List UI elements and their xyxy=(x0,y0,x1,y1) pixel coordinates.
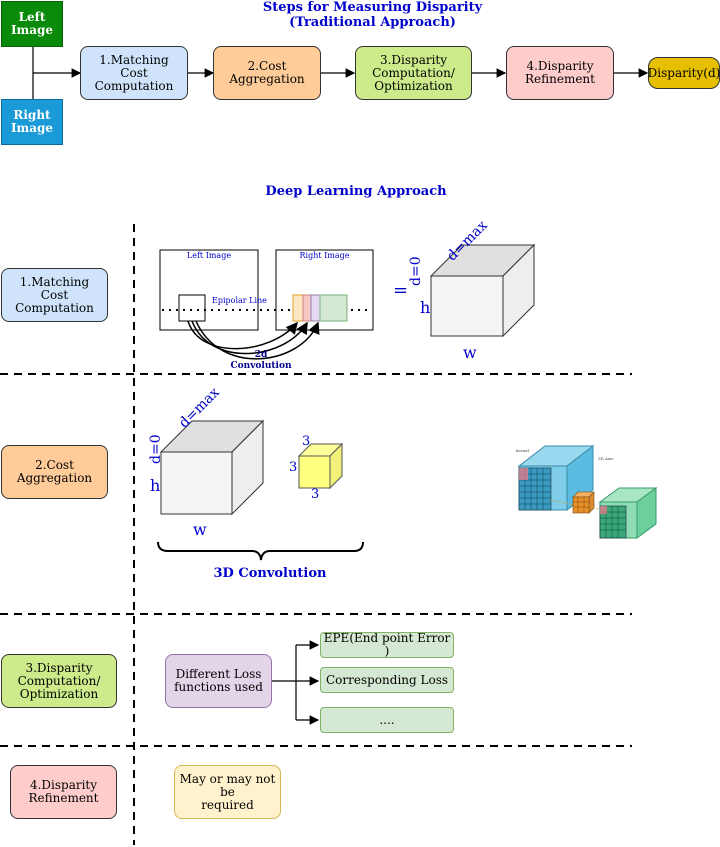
illustration-kernel-label: kernel xyxy=(516,448,529,453)
matching-w-label: w xyxy=(463,343,477,362)
matching-left-image-label: Left Image xyxy=(186,251,232,260)
kernel-depth-label: 3 xyxy=(302,434,311,449)
right-image-box: Right Image xyxy=(1,99,63,145)
matching-d0-label: d=0 xyxy=(408,256,424,286)
loss-corresponding: Corresponding Loss xyxy=(320,667,454,693)
step-matching-cost: 1.Matching Cost Computation xyxy=(80,46,188,100)
deep-learning-title: Deep Learning Approach xyxy=(265,184,447,199)
aggregation-h-label: h xyxy=(150,476,161,495)
equals-sign: = xyxy=(393,280,409,301)
loss-functions-box: Different Loss functions used xyxy=(165,654,272,708)
kernel-height-label: 3 xyxy=(289,460,298,475)
left-image-box: Left Image xyxy=(1,1,63,47)
aggregation-w-label: w xyxy=(193,520,207,539)
illustration-axis-label: 3D Axis xyxy=(598,456,614,461)
step-disparity-refinement: 4.Disparity Refinement xyxy=(506,46,614,100)
aggregation-d0-label: d=0 xyxy=(148,434,164,464)
row-disparity-computation: 3.Disparity Computation/ Optimization xyxy=(1,654,117,708)
loss-epe: EPE(End point Error ) xyxy=(320,632,454,658)
step-disparity-computation: 3.Disparity Computation/ Optimization xyxy=(355,46,472,100)
3d-convolution-label: 3D Convolution xyxy=(213,566,327,581)
row-matching-cost: 1.Matching Cost Computation xyxy=(1,268,108,322)
matching-h-label: h xyxy=(420,298,431,317)
kernel-width-label: 3 xyxy=(311,487,320,502)
step-cost-aggregation: 2.Cost Aggregation xyxy=(213,46,321,100)
disparity-output: Disparity(d) xyxy=(648,57,720,89)
matching-right-image-label: Right Image xyxy=(299,251,350,260)
conv2d-label: 2d Convolution xyxy=(230,350,292,371)
row-cost-aggregation: 2.Cost Aggregation xyxy=(1,445,108,499)
loss-more: .... xyxy=(320,707,454,733)
refinement-note: May or may not be required xyxy=(174,765,281,819)
row-disparity-refinement: 4.Disparity Refinement xyxy=(10,765,117,819)
traditional-title: Steps for Measuring Disparity (Tradition… xyxy=(262,0,483,30)
epipolar-line-label: Epipolar Line xyxy=(212,296,267,305)
